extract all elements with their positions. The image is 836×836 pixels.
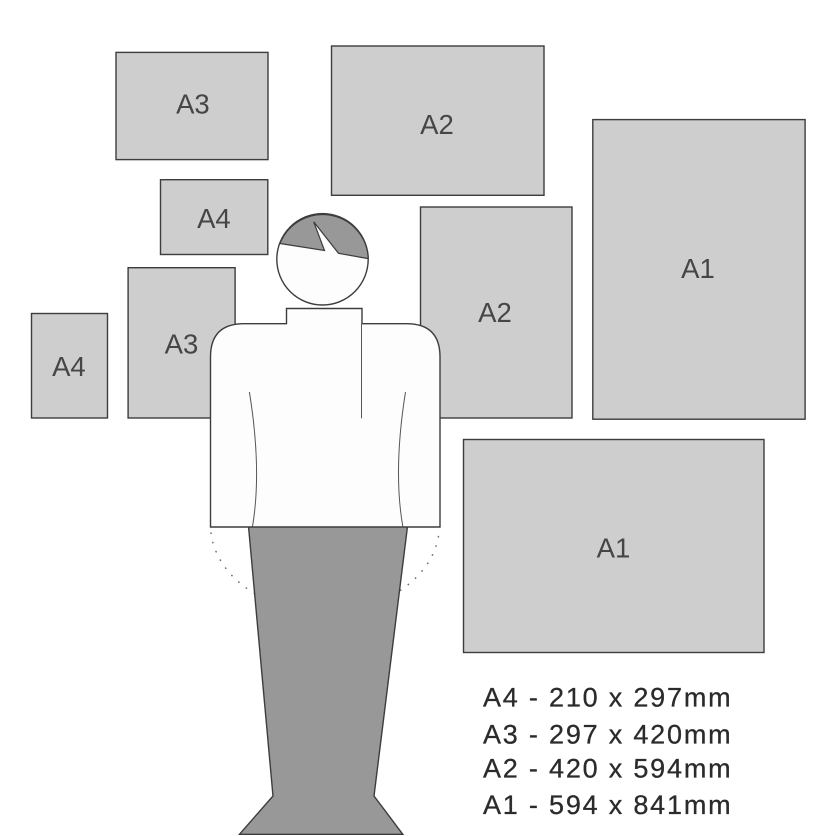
svg-text:A3: A3 bbox=[176, 89, 210, 120]
svg-text:A1: A1 bbox=[597, 533, 631, 564]
svg-text:A1: A1 bbox=[681, 253, 715, 284]
svg-text:A4: A4 bbox=[52, 351, 86, 382]
svg-text:A2 - 420 x 594mm: A2 - 420 x 594mm bbox=[483, 754, 732, 784]
svg-text:A4: A4 bbox=[197, 203, 231, 234]
svg-text:A3 - 297 x 420mm: A3 - 297 x 420mm bbox=[483, 720, 732, 750]
svg-text:A2: A2 bbox=[478, 297, 512, 328]
svg-text:A1 - 594 x 841mm: A1 - 594 x 841mm bbox=[483, 790, 732, 820]
svg-text:A2: A2 bbox=[420, 109, 454, 140]
svg-text:A4 - 210 x 297mm: A4 - 210 x 297mm bbox=[483, 682, 732, 712]
svg-text:A3: A3 bbox=[165, 329, 199, 360]
